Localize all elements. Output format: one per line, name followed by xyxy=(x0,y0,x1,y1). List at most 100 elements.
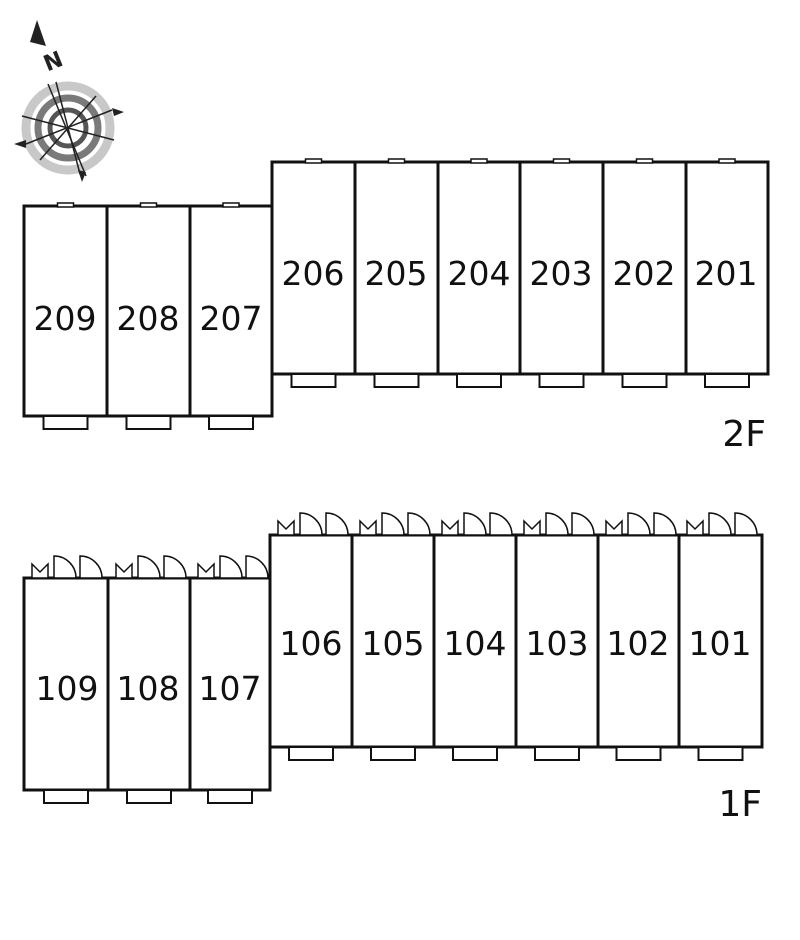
unit-label-1f-108: 108 xyxy=(117,669,180,708)
balcony xyxy=(697,746,744,761)
window-mark xyxy=(222,202,240,208)
unit-label-1f-102: 102 xyxy=(607,624,670,663)
balcony xyxy=(534,746,580,761)
entrance-doors-icon xyxy=(115,555,187,579)
unit-number: 106 xyxy=(280,624,343,663)
window-mark xyxy=(387,158,406,164)
window-mark xyxy=(635,158,654,164)
balcony xyxy=(704,373,750,388)
unit-number: 107 xyxy=(199,669,262,708)
unit-number: 201 xyxy=(695,254,758,293)
balcony xyxy=(370,746,416,761)
window-mark xyxy=(552,158,571,164)
balcony xyxy=(373,373,420,388)
unit-number: 108 xyxy=(117,669,180,708)
unit-number: 205 xyxy=(365,254,428,293)
entrance-doors-icon xyxy=(523,512,595,536)
door-swing-icon xyxy=(245,555,269,579)
door-swing-icon xyxy=(407,512,431,536)
balcony xyxy=(615,746,662,761)
unit-label-1f-104: 104 xyxy=(444,624,507,663)
floor-label-2f: 2F xyxy=(722,414,766,455)
window-mark xyxy=(304,158,323,164)
unit-label-2f-209: 209 xyxy=(34,299,97,338)
unit-label-1f-105: 105 xyxy=(362,624,425,663)
entrance-doors-icon xyxy=(31,555,103,579)
balcony xyxy=(42,415,89,430)
floor-2f: 209 208 207 206 205 204 203 202 201 2F xyxy=(22,158,770,455)
unit-label-2f-202: 202 xyxy=(613,254,676,293)
balcony xyxy=(208,415,254,430)
compass-icon: N xyxy=(14,20,124,182)
window-mark xyxy=(470,158,488,164)
unit-label-2f-201: 201 xyxy=(695,254,758,293)
door-swing-icon xyxy=(463,512,487,536)
door-swing-icon xyxy=(381,512,405,536)
door-swing-icon xyxy=(79,555,103,579)
window-mark xyxy=(718,158,736,164)
entrance-doors-icon xyxy=(686,512,758,536)
balcony xyxy=(43,789,89,804)
unit-number: 103 xyxy=(526,624,589,663)
unit-number: 203 xyxy=(530,254,593,293)
unit-number: 109 xyxy=(36,669,99,708)
unit-label-2f-204: 204 xyxy=(448,254,511,293)
unit-label-1f-101: 101 xyxy=(689,624,752,663)
door-swing-icon xyxy=(219,555,243,579)
meter-box-icon xyxy=(31,562,49,579)
door-swing-icon xyxy=(299,512,323,536)
unit-number: 202 xyxy=(613,254,676,293)
unit-number: 104 xyxy=(444,624,507,663)
meter-box-icon xyxy=(523,519,541,536)
meter-box-icon xyxy=(359,519,377,536)
door-swing-icon xyxy=(571,512,595,536)
north-label: N xyxy=(40,47,66,77)
door-swing-icon xyxy=(325,512,349,536)
unit-label-1f-107: 107 xyxy=(199,669,262,708)
meter-box-icon xyxy=(605,519,623,536)
unit-label-2f-207: 207 xyxy=(200,299,263,338)
unit-label-2f-205: 205 xyxy=(365,254,428,293)
meter-box-icon xyxy=(115,562,133,579)
unit-number: 207 xyxy=(200,299,263,338)
unit-number: 105 xyxy=(362,624,425,663)
entrance-doors-icon xyxy=(441,512,513,536)
balcony xyxy=(452,746,498,761)
unit-number: 208 xyxy=(117,299,180,338)
door-swing-icon xyxy=(489,512,513,536)
meter-box-icon xyxy=(441,519,459,536)
door-swing-icon xyxy=(53,555,77,579)
unit-label-2f-206: 206 xyxy=(282,254,345,293)
meter-box-icon xyxy=(686,519,704,536)
unit-number: 209 xyxy=(34,299,97,338)
entrance-doors-icon xyxy=(605,512,677,536)
unit-label-1f-103: 103 xyxy=(526,624,589,663)
meter-box-icon xyxy=(277,519,295,536)
unit-number: 102 xyxy=(607,624,670,663)
door-swing-icon xyxy=(545,512,569,536)
door-swing-icon xyxy=(653,512,677,536)
entrance-doors-icon xyxy=(277,512,349,536)
unit-number: 101 xyxy=(689,624,752,663)
floor-label-1f: 1F xyxy=(718,784,762,825)
window-mark xyxy=(56,202,75,208)
door-swing-icon xyxy=(627,512,651,536)
entrance-doors-icon xyxy=(359,512,431,536)
balcony xyxy=(207,789,253,804)
balcony xyxy=(126,789,172,804)
balcony xyxy=(456,373,502,388)
entrance-doors-icon xyxy=(197,555,269,579)
floor-1f: 109 108 107 106 105 104 103 102 101 1F xyxy=(22,512,764,825)
balcony xyxy=(621,373,668,388)
balcony xyxy=(290,373,337,388)
unit-label-1f-109: 109 xyxy=(36,669,99,708)
balcony xyxy=(288,746,334,761)
unit-label-1f-106: 106 xyxy=(280,624,343,663)
meter-box-icon xyxy=(197,562,215,579)
unit-label-2f-208: 208 xyxy=(117,299,180,338)
unit-label-2f-203: 203 xyxy=(530,254,593,293)
unit-number: 204 xyxy=(448,254,511,293)
door-swing-icon xyxy=(708,512,732,536)
door-swing-icon xyxy=(734,512,758,536)
